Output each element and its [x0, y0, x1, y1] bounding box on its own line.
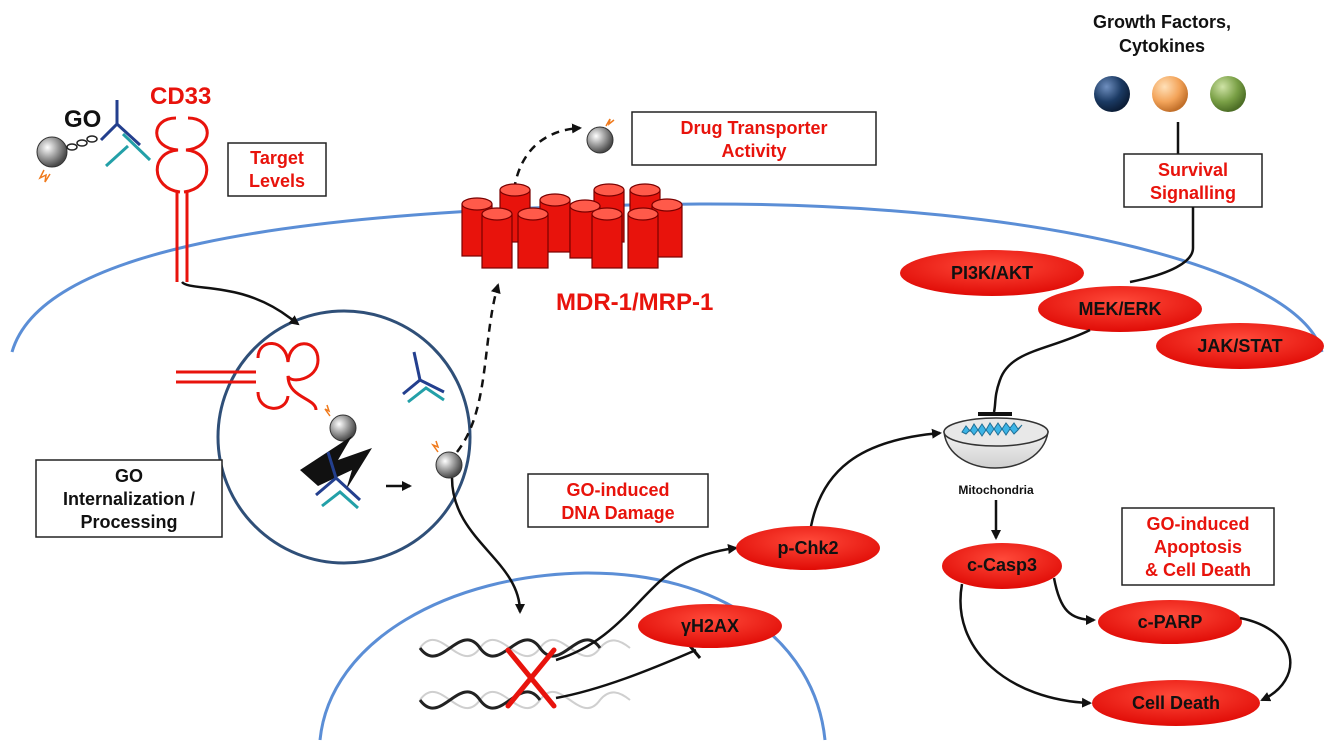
- c-casp3-node: c-Casp3: [942, 543, 1062, 589]
- svg-text:p-Chk2: p-Chk2: [777, 538, 838, 558]
- growth-factors-label-1: Growth Factors,: [1093, 12, 1231, 32]
- svg-text:GO: GO: [115, 466, 143, 486]
- cytokine-ball-orange: [1152, 76, 1188, 112]
- pchk2-to-mito-arrow: [808, 428, 942, 533]
- svg-text:Internalization /: Internalization /: [63, 489, 195, 509]
- cell-death-node: Cell Death: [1092, 680, 1260, 726]
- nucleus-membrane: [318, 571, 827, 741]
- p-chk2-node: p-Chk2: [736, 526, 880, 570]
- target-levels-box: Target Levels: [227, 142, 327, 197]
- mdr-label: MDR-1/MRP-1: [556, 289, 713, 316]
- cytokine-ball-green: [1210, 76, 1246, 112]
- svg-text:JAK/STAT: JAK/STAT: [1197, 336, 1282, 356]
- c-parp-node: c-PARP: [1098, 600, 1242, 644]
- go-conjugate: [36, 100, 152, 183]
- gh2ax-tbar: [688, 645, 702, 659]
- mitochondria-label: Mitochondria: [958, 483, 1034, 497]
- svg-text:GO-induced: GO-induced: [567, 480, 670, 500]
- survival-to-mek-line: [1129, 207, 1195, 284]
- endosome-vesicle: [216, 309, 472, 565]
- efflux-dashed-path: [456, 283, 501, 453]
- svg-text:Signalling: Signalling: [1150, 183, 1236, 203]
- internalized-cd33: [176, 342, 320, 411]
- released-drug: [430, 440, 463, 479]
- mek-erk-node: MEK/ERK: [1038, 286, 1202, 332]
- nuclear-entry-arrow: [450, 477, 525, 614]
- cd33-label: CD33: [150, 83, 211, 110]
- svg-text:Target: Target: [250, 148, 304, 168]
- dna-damage-x: [505, 647, 557, 709]
- svg-text:Activity: Activity: [721, 141, 786, 161]
- jak-stat-node: JAK/STAT: [1156, 323, 1324, 369]
- effluxed-drug: [586, 118, 615, 154]
- cytokine-ball-navy: [1094, 76, 1130, 112]
- svg-text:c-Casp3: c-Casp3: [967, 555, 1037, 575]
- svg-text:Apoptosis: Apoptosis: [1154, 537, 1242, 557]
- dna-to-gh2ax-arrow: [555, 648, 697, 700]
- go-label: GO: [64, 106, 101, 133]
- free-antibody: [402, 351, 445, 404]
- svg-text:GO-induced: GO-induced: [1147, 514, 1250, 534]
- svg-text:PI3K/AKT: PI3K/AKT: [951, 263, 1033, 283]
- svg-text:Survival: Survival: [1158, 160, 1228, 180]
- go-dna-damage-box: GO-induced DNA Damage: [527, 473, 709, 528]
- drug-transporter-box: Drug Transporter Activity: [631, 111, 877, 166]
- parp-to-death-arrow: [1239, 616, 1292, 702]
- casp3-to-death-arrow: [959, 583, 1092, 708]
- go-internalization-box: GO Internalization / Processing: [35, 459, 223, 538]
- efflux-dashed-out: [512, 123, 582, 191]
- growth-factors-label-2: Cytokines: [1119, 36, 1205, 56]
- casp3-to-parp-arrow: [1052, 577, 1096, 625]
- survival-signalling-box: Survival Signalling: [1123, 153, 1263, 208]
- gamma-h2ax-node: γH2AX: [638, 604, 782, 648]
- processing-lightning: [300, 404, 372, 510]
- internalization-arrow: [181, 281, 300, 326]
- pi3k-akt-node: PI3K/AKT: [900, 250, 1084, 296]
- cell-membrane: [10, 202, 1324, 353]
- mdr-transporter: [461, 183, 683, 269]
- svg-text:& Cell Death: & Cell Death: [1145, 560, 1251, 580]
- survival-inhibition-line: [992, 328, 1091, 413]
- svg-text:Drug Transporter: Drug Transporter: [680, 118, 827, 138]
- svg-text:Levels: Levels: [249, 171, 305, 191]
- svg-text:Processing: Processing: [80, 512, 177, 532]
- svg-text:Cell Death: Cell Death: [1132, 693, 1220, 713]
- svg-text:MEK/ERK: MEK/ERK: [1078, 299, 1161, 319]
- dna-to-pchk2-arrow: [555, 544, 738, 662]
- svg-text:c-PARP: c-PARP: [1138, 612, 1203, 632]
- svg-text:γH2AX: γH2AX: [681, 616, 739, 636]
- go-apoptosis-box: GO-induced Apoptosis & Cell Death: [1121, 507, 1275, 586]
- svg-text:DNA Damage: DNA Damage: [561, 503, 674, 523]
- mitochondria: [943, 417, 1049, 469]
- cd33-receptor: [155, 116, 209, 282]
